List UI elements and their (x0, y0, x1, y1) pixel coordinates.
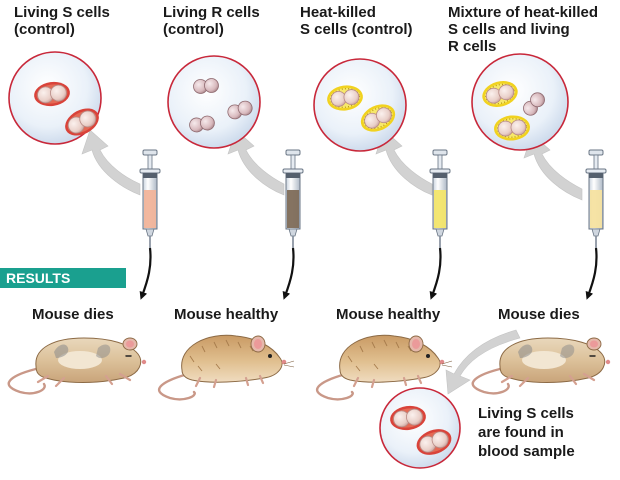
mouse-dead-1 (7, 336, 148, 395)
syringe-heat-killed (429, 149, 451, 249)
dish-heat-killed (313, 58, 407, 152)
dish-mixture (471, 53, 569, 151)
blood-sample-note: Living S cells are found in blood sample (478, 405, 575, 460)
transfer-arrows (81, 129, 583, 395)
dish-living-r (167, 55, 261, 149)
dish-blood-sample (379, 387, 461, 469)
mouse-healthy-1 (157, 334, 296, 401)
syringe-mixture (585, 149, 607, 249)
outcome-mixture: Mouse dies (498, 306, 580, 323)
results-banner: RESULTS (0, 268, 126, 288)
header-heat-killed: Heat-killed S cells (control) (300, 4, 413, 38)
dish-living-s (8, 51, 104, 145)
syringe-living-s (139, 149, 161, 249)
header-mixture: Mixture of heat-killed S cells and livin… (448, 4, 599, 55)
header-living-s: Living S cells (control) (14, 4, 110, 38)
outcome-heat-killed: Mouse healthy (336, 306, 441, 323)
outcome-living-r: Mouse healthy (174, 306, 279, 323)
syringe-living-r (282, 149, 304, 249)
injection-arrows (139, 247, 598, 300)
outcome-living-s: Mouse dies (32, 306, 114, 323)
header-living-r: Living R cells (control) (163, 4, 260, 38)
